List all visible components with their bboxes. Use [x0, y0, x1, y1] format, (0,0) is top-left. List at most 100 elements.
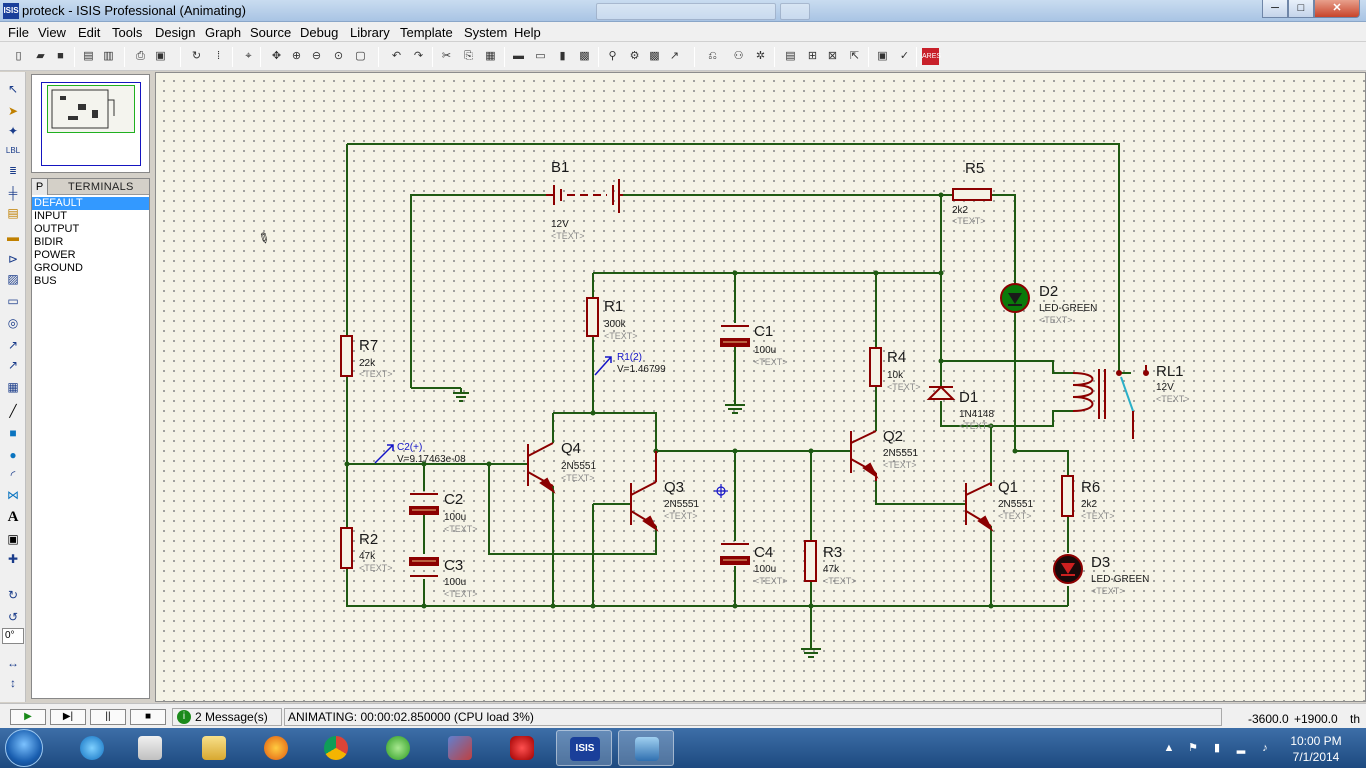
packaging-icon[interactable]: ▩	[649, 50, 660, 62]
pan-icon[interactable]: ✥	[271, 50, 282, 62]
junction-dot-icon[interactable]: ✦	[7, 124, 19, 138]
menu-template[interactable]: Template	[400, 25, 453, 40]
property-tool-icon[interactable]: ✲	[755, 50, 766, 62]
led-d3[interactable]	[1053, 554, 1083, 584]
zoom-all-icon[interactable]: ⊙	[333, 50, 344, 62]
power-icon[interactable]: ▮	[1213, 742, 1221, 754]
export-icon[interactable]: ▥	[103, 50, 114, 62]
start-button[interactable]	[5, 729, 43, 767]
terminal-item-bidir[interactable]: BIDIR	[34, 236, 64, 248]
ares-netlist-icon[interactable]: ARES	[922, 48, 941, 65]
arc-2d-icon[interactable]: ◜	[10, 468, 16, 482]
menu-library[interactable]: Library	[350, 25, 390, 40]
taskbar-isis[interactable]: ISIS	[556, 730, 612, 766]
schematic-canvas[interactable]: B1 R5 R1 C1 D2 R7 R4 D1 RL1 Q4 Q2 Q3 Q1 …	[155, 72, 1366, 702]
zoom-area-icon[interactable]: ▢	[355, 50, 366, 62]
buses-icon[interactable]: ╪	[8, 186, 18, 200]
menu-view[interactable]: View	[38, 25, 66, 40]
taskbar-chrome[interactable]	[308, 730, 364, 766]
menu-source[interactable]: Source	[250, 25, 292, 40]
exit-to-parent-icon[interactable]: ⇱	[849, 50, 860, 62]
pick-device-icon[interactable]: ⚲	[608, 50, 617, 62]
pick-button[interactable]: P	[32, 179, 48, 195]
grid-icon[interactable]: ⁞	[216, 50, 221, 62]
bill-of-materials-icon[interactable]: ▣	[877, 50, 888, 62]
taskbar-network-app[interactable]	[432, 730, 488, 766]
add-sheet-icon[interactable]: ⊞	[807, 50, 818, 62]
menu-debug[interactable]: Debug	[300, 25, 339, 40]
text-script-icon[interactable]: ≣	[9, 166, 17, 176]
network-signal-icon[interactable]: ▂	[1236, 742, 1246, 754]
box-2d-icon[interactable]: ■	[9, 426, 17, 440]
selection-mode-icon[interactable]: ↖	[7, 82, 19, 96]
menu-help[interactable]: Help	[514, 25, 541, 40]
block-rotate-icon[interactable]: ▮	[559, 50, 566, 62]
block-delete-icon[interactable]: ▩	[579, 50, 590, 62]
rotate-anticlockwise-icon[interactable]: ↺	[7, 610, 19, 624]
marker-2d-icon[interactable]: ✚	[7, 552, 19, 566]
origin-icon[interactable]: ⌖	[245, 50, 252, 62]
save-icon[interactable]: ■	[57, 50, 64, 62]
stop-button[interactable]: ■	[130, 709, 166, 725]
decompose-icon[interactable]: ↗	[669, 50, 680, 62]
volume-icon[interactable]: ♪	[1262, 742, 1268, 754]
overview-visible-area[interactable]	[47, 85, 135, 133]
taskbar-internet-explorer[interactable]	[64, 730, 120, 766]
led-d2[interactable]	[1000, 283, 1030, 313]
graph-mode-icon[interactable]: ▨	[7, 272, 19, 286]
open-folder-icon[interactable]: ▰	[36, 50, 45, 62]
menu-file[interactable]: File	[8, 25, 29, 40]
paste-icon[interactable]: ▦	[485, 50, 496, 62]
units-indicator[interactable]: th	[1350, 712, 1361, 726]
diode-d1[interactable]	[926, 385, 956, 400]
action-center-icon[interactable]: ⚑	[1188, 742, 1198, 754]
tape-recorder-icon[interactable]: ▭	[7, 294, 19, 308]
mirror-vertical-icon[interactable]: ↕	[10, 676, 16, 690]
refresh-icon[interactable]: ↻	[191, 50, 202, 62]
cut-icon[interactable]: ✂	[441, 50, 452, 62]
new-file-icon[interactable]: ▯	[15, 50, 22, 62]
current-probe-icon[interactable]: ↗	[7, 358, 19, 372]
taskbar-viewer[interactable]	[618, 730, 674, 766]
symbol-2d-icon[interactable]: ▣	[7, 532, 19, 546]
device-pins-icon[interactable]: ⊳	[7, 252, 19, 266]
taskbar-red-app[interactable]	[494, 730, 550, 766]
menu-graph[interactable]: Graph	[205, 25, 242, 40]
remove-sheet-icon[interactable]: ⊠	[827, 50, 838, 62]
circle-2d-icon[interactable]: ●	[9, 448, 17, 462]
relay-rl1[interactable]	[1072, 365, 1149, 439]
wire-label-icon[interactable]: LBL	[5, 146, 21, 155]
print-icon[interactable]: ⎙	[136, 50, 145, 62]
terminal-item-power[interactable]: POWER	[34, 249, 76, 261]
electrical-rules-icon[interactable]: ✓	[899, 50, 910, 62]
terminals-mode-icon[interactable]: ▬	[7, 230, 19, 244]
import-icon[interactable]: ▤	[83, 50, 94, 62]
search-tag-icon[interactable]: ⚇	[733, 50, 744, 62]
play-button[interactable]: ▶	[10, 709, 46, 725]
taskbar-explorer[interactable]	[186, 730, 242, 766]
maximize-button[interactable]: □	[1288, 0, 1314, 18]
subcircuit-icon[interactable]: ▤	[7, 206, 19, 220]
zoom-out-icon[interactable]: ⊖	[311, 50, 322, 62]
menu-tools[interactable]: Tools	[112, 25, 143, 40]
menu-edit[interactable]: Edit	[78, 25, 101, 40]
close-button[interactable]: ✕	[1314, 0, 1360, 18]
voltage-probe-icon[interactable]: ↗	[7, 338, 19, 352]
text-2d-icon[interactable]: A	[7, 509, 19, 525]
undo-icon[interactable]: ↶	[391, 50, 402, 62]
copy-icon[interactable]: ⎘	[464, 50, 473, 62]
show-hidden-icons-icon[interactable]: ▲	[1163, 742, 1175, 754]
taskbar-media-app[interactable]	[370, 730, 426, 766]
taskbar-firefox[interactable]	[248, 730, 304, 766]
pause-button[interactable]: ||	[90, 709, 126, 725]
redo-icon[interactable]: ↷	[413, 50, 424, 62]
zoom-in-icon[interactable]: ⊕	[291, 50, 302, 62]
mirror-horizontal-icon[interactable]: ↔	[7, 656, 19, 670]
clock-date[interactable]: 7/1/2014	[1292, 750, 1340, 764]
clock-time[interactable]: 10:00 PM	[1290, 734, 1342, 748]
terminal-item-bus[interactable]: BUS	[34, 275, 57, 287]
path-2d-icon[interactable]: ⋈	[7, 488, 19, 502]
generator-mode-icon[interactable]: ◎	[7, 316, 19, 330]
step-button[interactable]: ▶|	[50, 709, 86, 725]
